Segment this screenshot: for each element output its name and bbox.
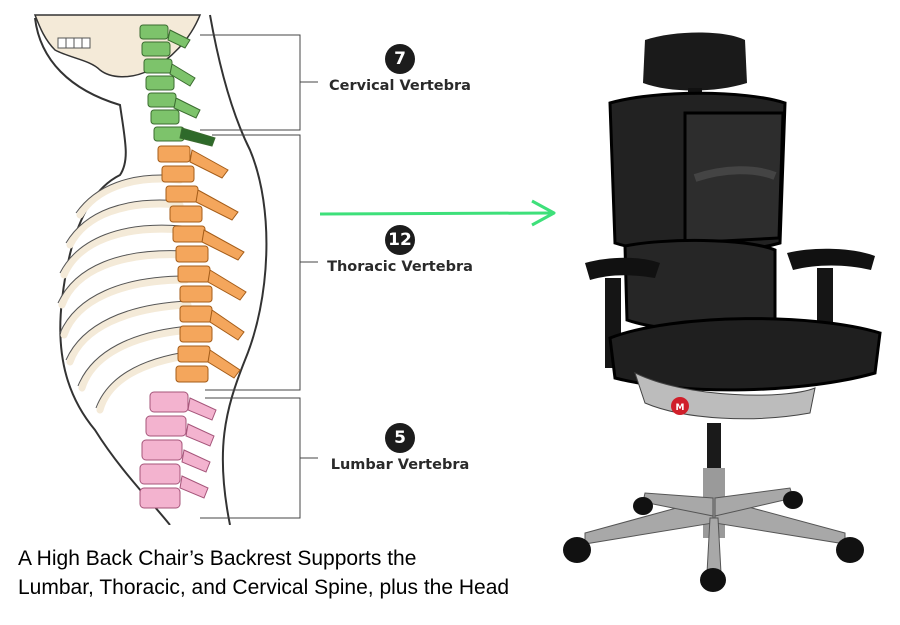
cervical-name: Cervical Vertebra	[329, 78, 471, 94]
left-armrest	[585, 257, 660, 280]
pointer-arrow	[320, 199, 556, 227]
caption-line-1: A High Back Chair’s Backrest Supports th…	[18, 547, 417, 570]
right-armrest	[787, 248, 875, 270]
casters	[563, 491, 864, 592]
lumbar-name: Lumbar Vertebra	[330, 457, 470, 473]
chair-base	[584, 487, 846, 574]
thoracic-name: Thoracic Vertebra	[327, 259, 473, 275]
office-chair-illustration: M	[563, 32, 882, 592]
caption: A High Back Chair’s Backrest Supports th…	[18, 544, 578, 602]
cervical-bracket	[200, 34, 301, 131]
thoracic-vertebrae	[157, 145, 247, 383]
backrest-lower	[623, 238, 777, 332]
cervical-label: 7 Cervical Vertebra	[320, 44, 480, 94]
headrest	[643, 32, 747, 91]
lumbar-label: 5 Lumbar Vertebra	[320, 423, 480, 473]
thoracic-bracket	[205, 134, 301, 391]
spine-illustration	[33, 14, 268, 525]
thoracic-label: 12 Thoracic Vertebra	[320, 225, 480, 275]
lumbar-count-badge: 5	[385, 423, 415, 453]
thoracic-count-badge: 12	[385, 225, 415, 255]
svg-text:M: M	[676, 403, 685, 413]
lumbar-bracket	[200, 397, 301, 519]
rib-outlines	[57, 174, 193, 409]
cervical-count-badge: 7	[385, 44, 415, 74]
back-outline	[209, 14, 268, 525]
m-logo-icon	[671, 397, 689, 415]
region-brackets	[200, 34, 318, 519]
gas-cylinder	[707, 423, 721, 478]
teeth	[57, 37, 91, 49]
caption-line-2: Lumbar, Thoracic, and Cervical Spine, pl…	[18, 576, 510, 599]
lumbar-vertebrae	[139, 391, 217, 509]
cervical-vertebrae	[139, 24, 216, 147]
